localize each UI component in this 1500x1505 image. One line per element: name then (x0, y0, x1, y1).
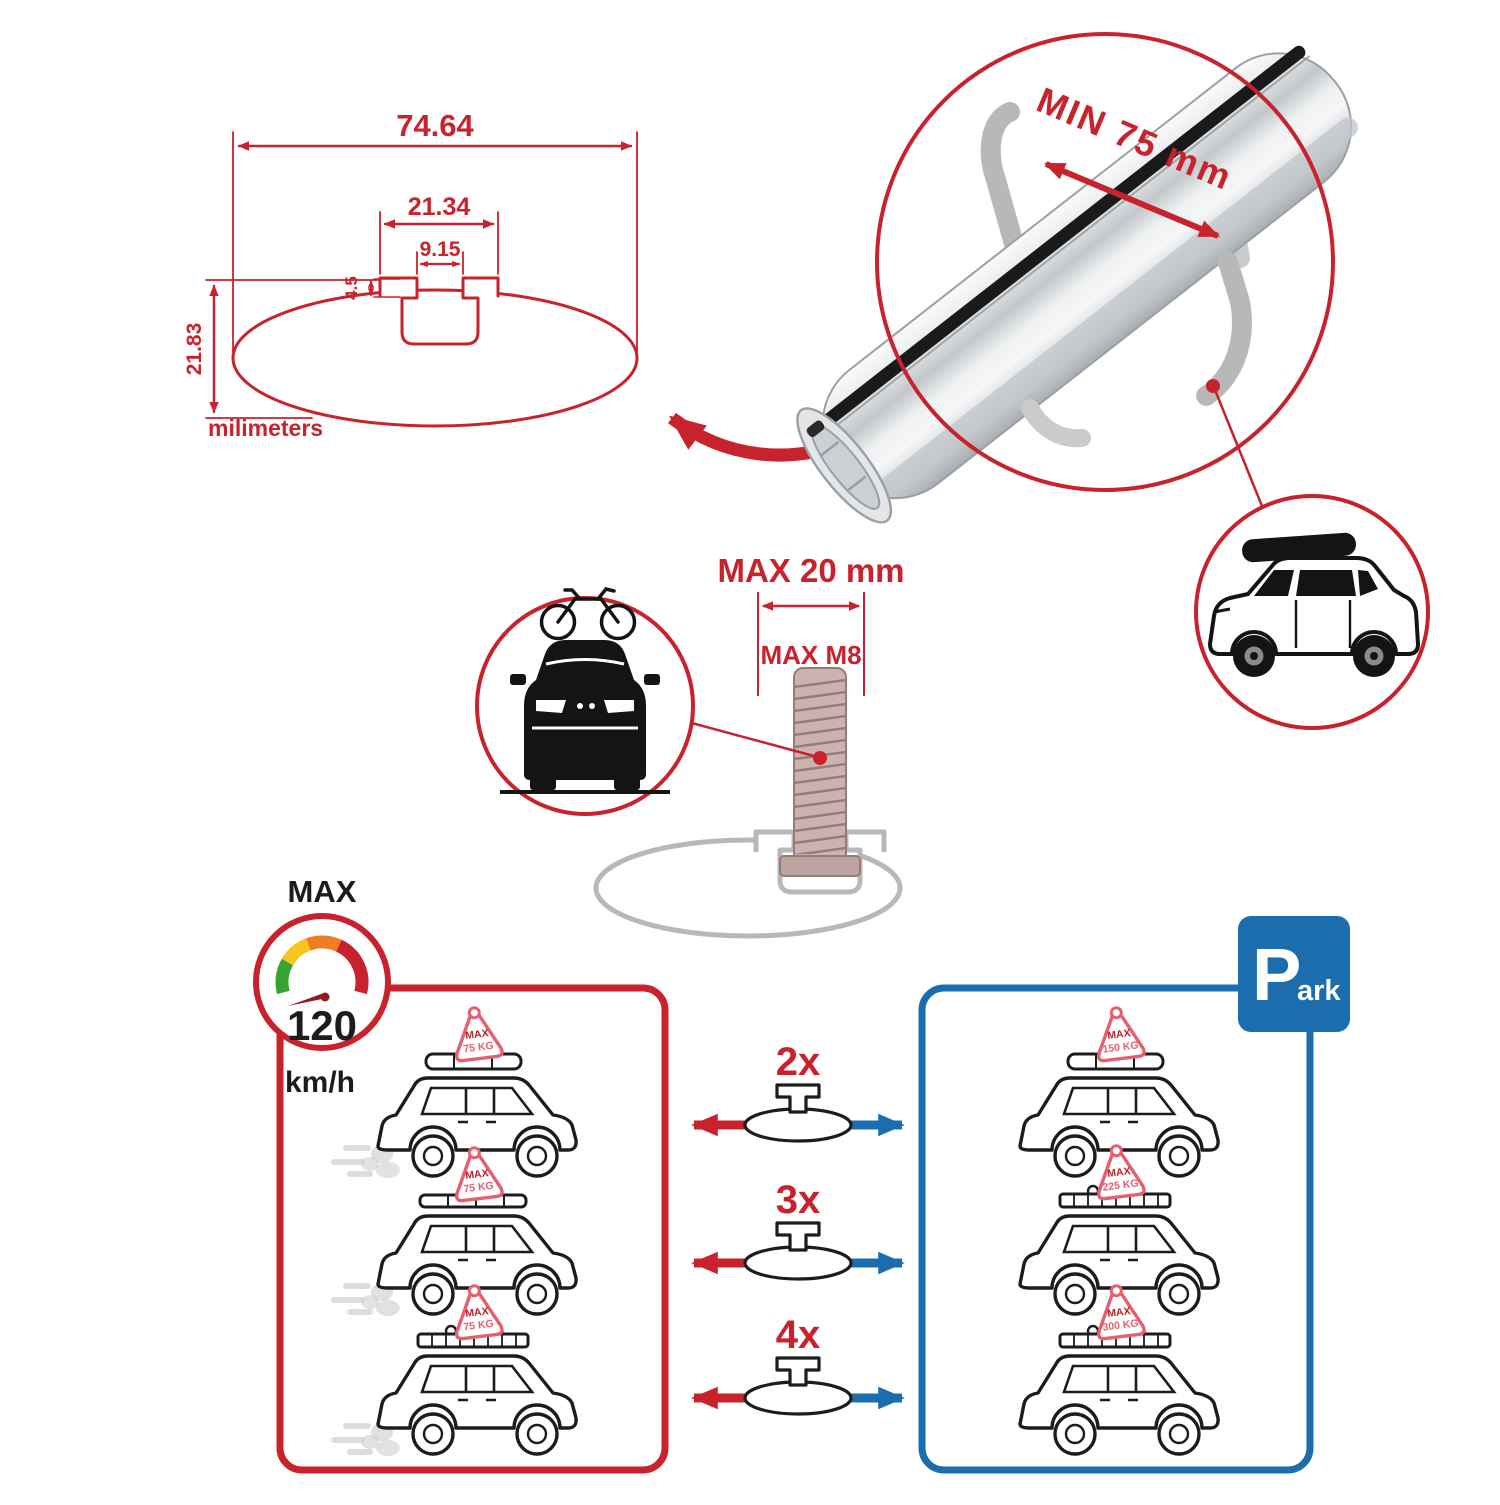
car-front-callout-circle (475, 587, 695, 816)
park-sign-p: P (1252, 933, 1301, 1016)
clamp-anchor-dot (1206, 379, 1220, 393)
suv-with-roofbox (1208, 532, 1420, 677)
dim-height: 21.83 (183, 279, 379, 419)
weight-sign: MAX 150 KG (1091, 1003, 1147, 1063)
sign-value: 75 KG (463, 1040, 495, 1056)
bolt-max-width-label: MAX 20 mm (717, 552, 904, 589)
crossbar-profile-icon (743, 1083, 853, 1143)
bolt-spec-diagram: MAX 20 mm MAX M8 (593, 552, 905, 939)
driving-car-2: MAX 75 KG (334, 1143, 578, 1316)
vehicle-callout-circle (1194, 494, 1430, 730)
crossbar-circle-outline (875, 32, 1335, 492)
sign-value: 300 KG (1102, 1317, 1139, 1333)
bolt-t-head (779, 855, 861, 877)
dim-slot-width-label: 9.15 (420, 238, 461, 261)
parked-car-3: MAX 300 KG (1018, 1281, 1220, 1456)
speed-max-label: MAX (288, 874, 357, 909)
quantity-label: 4x (776, 1313, 821, 1357)
park-sign-ark: ark (1297, 975, 1341, 1007)
profile-ellipse (231, 288, 639, 428)
dim-channel-width: 21.34 (379, 193, 499, 275)
crossbar-callout-circle: MIN 75 mm (796, 32, 1358, 524)
dim-total-width: 74.64 (232, 108, 638, 353)
speed-value: 120 (287, 1002, 357, 1049)
dim-lip-depth-label: 4.5 (342, 276, 361, 300)
gauge-arc (275, 935, 369, 995)
sign-title: MAX (1107, 1027, 1132, 1042)
weight-sign: MAX 300 KG (1091, 1281, 1147, 1341)
profile-dimension-drawing: 74.64 21.34 9.15 4.5 21.83 milimeters (183, 108, 639, 441)
dim-total-width-label: 74.64 (396, 108, 474, 143)
driving-car-3: MAX 75 KG (334, 1281, 578, 1456)
car-front-view (500, 640, 670, 794)
bolt-max-thread-label: MAX M8 (760, 640, 861, 670)
driving-car-1: MAX 75 KG (334, 1003, 578, 1178)
crossbar-profile-icon (743, 1356, 853, 1416)
sign-value: 150 KG (1102, 1039, 1139, 1055)
quantity-label: 3x (776, 1178, 821, 1222)
parked-car-2: MAX 225 KG (1018, 1141, 1220, 1316)
quantity-label: 2x (776, 1040, 821, 1084)
rubber-strip (812, 45, 1306, 435)
quantity-row-2: 3x (691, 1178, 905, 1281)
bike-on-roof (539, 587, 637, 641)
weight-sign: MAX 225 KG (1091, 1141, 1147, 1201)
units-label: milimeters (208, 415, 323, 441)
roof-box (1242, 532, 1356, 563)
sign-title: MAX (465, 1027, 490, 1042)
dim-lip-depth: 4.5 (342, 276, 401, 300)
park-sign: P ark (1238, 916, 1350, 1032)
speed-limit-gauge: MAX 120 km/h (253, 874, 391, 1099)
sign-value: 75 KG (463, 1180, 495, 1196)
gauge-needle (288, 993, 324, 1006)
weight-sign: MAX 75 KG (449, 1003, 505, 1063)
sign-title: MAX (465, 1305, 490, 1320)
speed-unit: km/h (285, 1066, 355, 1099)
min-span-arrow (1043, 161, 1221, 239)
sign-value: 75 KG (463, 1318, 495, 1334)
link-car-to-bolt (687, 720, 815, 758)
dim-slot-width: 9.15 (416, 238, 464, 275)
grey-profile (593, 829, 903, 939)
quantity-row-1: 2x (691, 1040, 905, 1143)
dim-height-label: 21.83 (183, 323, 206, 376)
bar-end-cap (796, 407, 893, 524)
sign-value: 225 KG (1102, 1177, 1139, 1193)
weight-sign: MAX 75 KG (449, 1281, 505, 1341)
quantity-row-3: 4x (691, 1313, 905, 1416)
bolt-anchor-dot (813, 751, 827, 765)
weight-sign: MAX 75 KG (449, 1143, 505, 1203)
sign-title: MAX (465, 1167, 490, 1182)
profile-t-slot (378, 276, 500, 346)
crossbar-profile-icon (743, 1221, 853, 1281)
sign-title: MAX (1107, 1305, 1132, 1320)
parked-car-1: MAX 150 KG (1018, 1003, 1220, 1178)
sign-title: MAX (1107, 1165, 1132, 1180)
link-to-vehicle-circle (1213, 389, 1264, 507)
dim-channel-width-label: 21.34 (408, 193, 471, 221)
